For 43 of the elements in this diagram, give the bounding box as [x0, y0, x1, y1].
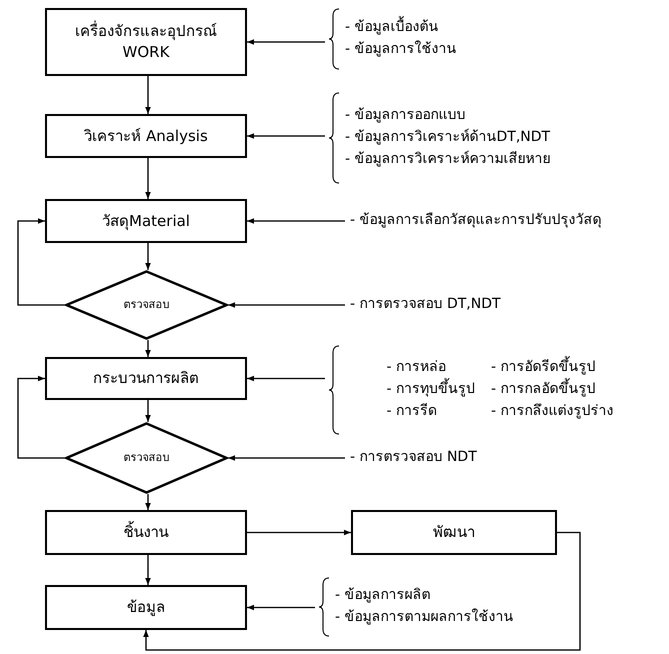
arrow — [143, 532, 581, 651]
note-text: - ข้อมูลการตามผลการใช้งาน — [335, 608, 514, 627]
note-text: - ข้อมูลการออกแบบ — [345, 106, 466, 126]
decision-label: ตรวจสอบ — [124, 450, 170, 466]
process-box: กระบวนการผลิต — [45, 357, 247, 400]
note-text: - ข้อมูลการเลือกวัสดุและการปรับปรุงวัสดุ — [350, 211, 602, 230]
arrow — [145, 158, 151, 199]
arrow — [247, 376, 325, 382]
arrow — [228, 302, 345, 308]
arrow — [145, 340, 151, 357]
arrow — [247, 218, 345, 224]
note-text: - การทุบขึ้นรูป — [386, 379, 475, 401]
arrow — [247, 133, 325, 139]
note-text: - การรีด — [386, 402, 437, 421]
note-text: - การตรวจสอบ NDT — [350, 448, 477, 468]
process-box: วิเคราะห์ Analysis — [45, 114, 247, 158]
process-box: ชิ้นงาน — [45, 510, 247, 555]
process-box: พัฒนา — [351, 510, 557, 555]
note-text: - ข้อมูลการวิเคราะห์ด้านDT,NDT — [345, 128, 550, 148]
note-text: - ข้อมูลการผลิต — [335, 586, 431, 606]
note-text: - การอัดรีดขึ้นรูป — [491, 357, 596, 380]
decision-label: ตรวจสอบ — [124, 296, 170, 313]
process-box: วัสดุMaterial — [45, 199, 247, 243]
process-box: เครื่องจักรและอุปกรณ์ WORK — [45, 8, 247, 76]
arrow — [247, 530, 351, 536]
note-text: - ข้อมูลการใช้งาน — [345, 40, 457, 59]
arrow — [145, 243, 151, 270]
arrow — [17, 218, 65, 306]
note-text: - ข้อมูลเบื้องต้น — [345, 17, 439, 39]
arrow — [228, 455, 345, 461]
arrow — [145, 555, 151, 585]
arrow — [17, 376, 65, 459]
note-text: - การหล่อ — [386, 358, 446, 378]
arrow — [145, 494, 151, 510]
note-text: - การกลอัดขึ้นรูป — [491, 379, 596, 401]
arrow — [145, 400, 151, 422]
note-text: - ข้อมูลการวิเคราะห์ความเสียหาย — [345, 150, 551, 169]
process-box: ข้อมูล — [45, 585, 247, 630]
arrow — [145, 76, 151, 114]
note-text: - การตรวจสอบ DT,NDT — [350, 295, 501, 314]
arrow — [247, 39, 325, 45]
note-text: - การกลึงแต่งรูปร่าง — [491, 402, 614, 421]
arrow — [247, 604, 315, 610]
